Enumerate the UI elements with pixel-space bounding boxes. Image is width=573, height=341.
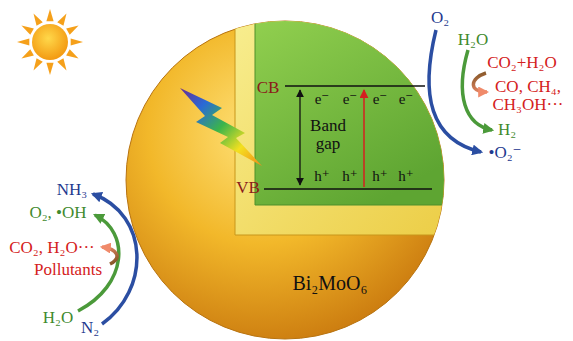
sphere-particle: Bi₂MoO₆ Band gap xyxy=(125,20,445,340)
electron-label: e⁻ xyxy=(373,92,388,108)
product-label: NH₃ xyxy=(57,181,87,199)
hole-label: h⁺ xyxy=(342,169,357,185)
sun-disc xyxy=(32,24,68,60)
hole-label: h⁺ xyxy=(372,169,387,185)
band-label: VB xyxy=(236,179,260,197)
hole-label: h⁺ xyxy=(398,169,413,185)
product-label: CO₂, H₂O··· xyxy=(9,239,95,257)
node-text: Band gap xyxy=(305,117,351,153)
product-label: H₂ xyxy=(498,121,516,139)
node-text: Bi₂MoO₆ xyxy=(292,273,367,294)
band-gap-arrow xyxy=(299,90,300,185)
oxidation-arrow xyxy=(102,247,117,264)
species-label: O₂ xyxy=(431,9,449,27)
reduction-arrow xyxy=(473,73,487,92)
electron-label: e⁻ xyxy=(343,92,358,108)
species-label: Pollutants xyxy=(34,261,102,279)
oxidation-arrow xyxy=(93,194,137,324)
species-label: H₂O xyxy=(43,309,73,327)
excitation-arrow xyxy=(363,90,365,187)
sun-rays xyxy=(17,9,83,75)
electron-label: e⁻ xyxy=(315,92,330,108)
product-label: CO, CH₄, CH₃OH··· xyxy=(486,78,570,114)
species-label: CO₂+H₂O xyxy=(487,54,557,72)
cutaway-core xyxy=(255,10,455,205)
product-label: •O₂⁻ xyxy=(488,144,521,162)
species-label: H₂O xyxy=(458,31,488,49)
product-label: O₂, •OH xyxy=(29,204,86,222)
electron-label: e⁻ xyxy=(399,92,414,108)
cutaway-rim xyxy=(235,10,455,235)
valence-band-line xyxy=(264,188,432,190)
species-label: N₂ xyxy=(81,319,99,337)
band-label: CB xyxy=(257,79,280,97)
conduction-band-line xyxy=(285,85,425,87)
light-bolt xyxy=(180,88,262,166)
hole-label: h⁺ xyxy=(314,169,329,185)
